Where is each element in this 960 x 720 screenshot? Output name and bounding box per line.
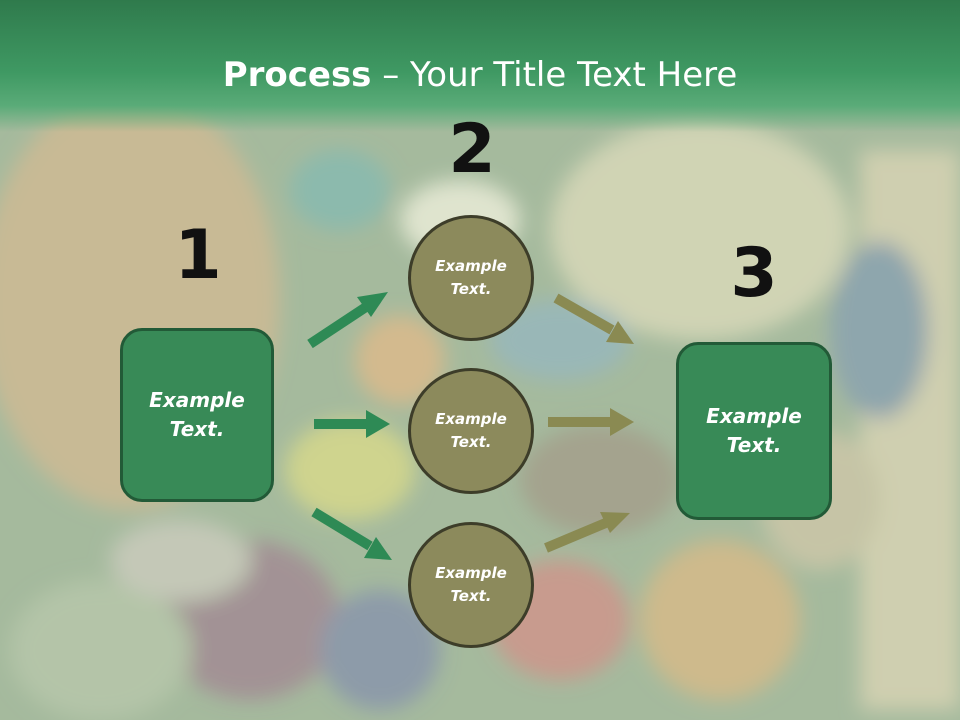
- step-number-3: 3: [730, 234, 778, 313]
- arrow-to-circle-3: [311, 507, 392, 560]
- step-box-1-text: Example Text.: [149, 388, 245, 441]
- arrow-to-circle-1: [307, 292, 388, 349]
- title-banner: [0, 0, 960, 132]
- process-circle-1-text: Example Text.: [435, 257, 507, 298]
- process-circle-2-text: Example Text.: [435, 410, 507, 451]
- process-circle-3-text: Example Text.: [435, 564, 507, 605]
- slide-title: Process – Your Title Text Here: [0, 52, 960, 98]
- arrow-from-circle-3: [544, 512, 630, 553]
- step-box-1: Example Text.: [120, 328, 274, 502]
- step-number-2: 2: [448, 110, 496, 189]
- arrow-to-circle-2: [314, 410, 390, 438]
- step-number-1: 1: [174, 216, 222, 295]
- process-circle-3: Example Text.: [408, 522, 534, 648]
- arrow-from-circle-1: [553, 293, 634, 344]
- title-bold: Process: [222, 55, 372, 95]
- step-box-3: Example Text.: [676, 342, 832, 520]
- arrow-from-circle-2: [548, 408, 634, 436]
- step-box-3-text: Example Text.: [706, 404, 802, 457]
- title-rest: – Your Title Text Here: [371, 55, 738, 95]
- process-circle-2: Example Text.: [408, 368, 534, 494]
- process-circle-1: Example Text.: [408, 215, 534, 341]
